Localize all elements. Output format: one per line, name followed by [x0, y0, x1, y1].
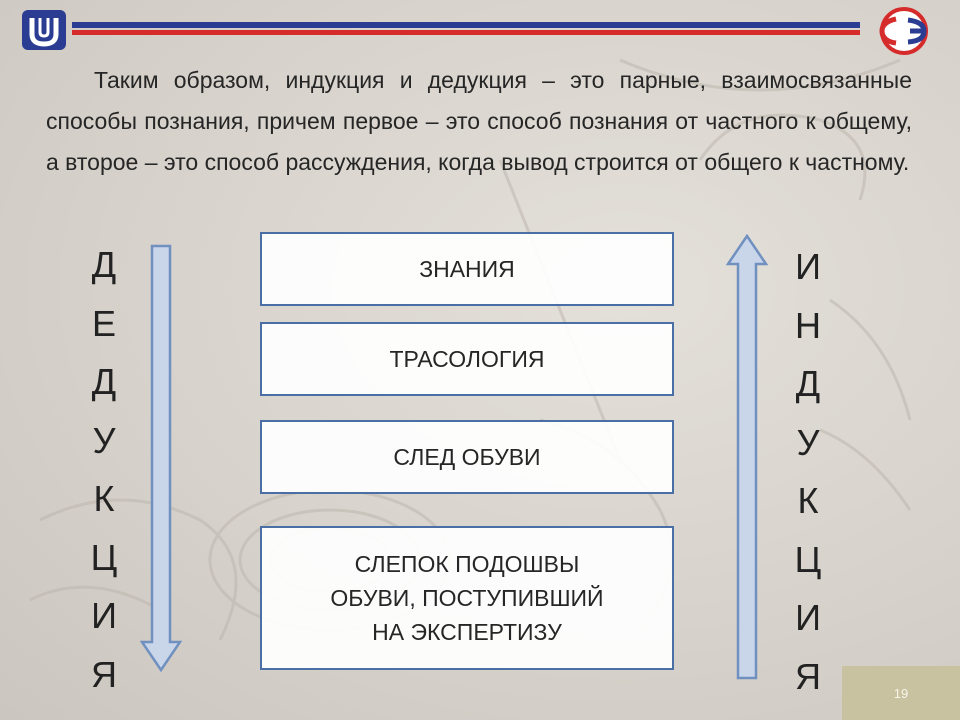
header-stripe-blue [72, 22, 860, 28]
header-stripe-red [72, 30, 860, 35]
hierarchy-box-sole-cast: СЛЕПОК ПОДОШВЫ ОБУВИ, ПОСТУПИВШИЙ НА ЭКС… [260, 526, 674, 670]
deduction-vertical-label: Д Е Д У К Ц И Я [84, 236, 124, 704]
deduction-letter: Д [91, 361, 117, 402]
induction-vertical-label: И Н Д У К Ц И Я [788, 238, 828, 706]
page-number: 19 [842, 666, 960, 720]
deduction-letter: Я [91, 653, 117, 695]
induction-letter: К [797, 480, 819, 521]
hierarchy-box-shoe-print: СЛЕД ОБУВИ [260, 420, 674, 494]
induction-letter: Я [795, 655, 821, 697]
hierarchy-box-knowledge: ЗНАНИЯ [260, 232, 674, 306]
induction-letter: И [795, 597, 821, 638]
university-emblem-icon [22, 10, 66, 50]
induction-letter: У [796, 421, 820, 463]
deduction-letter: Д [91, 244, 117, 285]
intro-paragraph: Таким образом, индукция и дедукция – это… [46, 67, 912, 175]
deduction-letter: К [93, 478, 115, 519]
down-arrow-icon [140, 244, 182, 672]
up-arrow-icon [726, 234, 768, 680]
deduction-letter: Ц [90, 536, 118, 578]
circular-se-emblem-icon [879, 7, 928, 55]
deduction-letter: И [91, 595, 117, 636]
induction-letter: И [795, 246, 821, 287]
deduction-letter: У [92, 419, 116, 461]
hierarchy-box-trasology: ТРАСОЛОГИЯ [260, 322, 674, 396]
induction-letter: Д [795, 363, 821, 404]
induction-letter: Ц [794, 538, 822, 580]
deduction-letter: Е [91, 302, 116, 344]
induction-letter: Н [795, 304, 821, 346]
